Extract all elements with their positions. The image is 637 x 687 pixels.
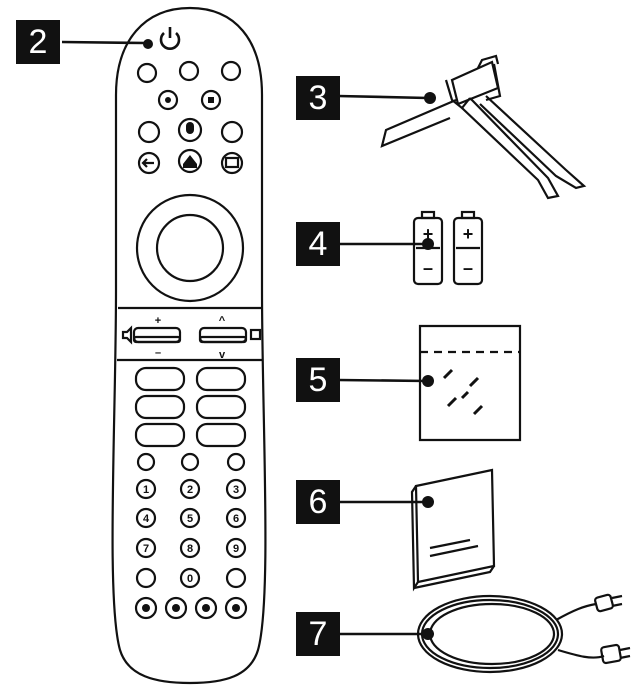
list-button[interactable] <box>135 567 157 589</box>
digit-9: 9 <box>233 543 239 555</box>
battery-1-plus: + <box>423 224 434 244</box>
power-cable <box>416 593 631 674</box>
digit-0: 0 <box>187 573 193 585</box>
number-button-0[interactable] <box>179 567 201 589</box>
manual <box>410 468 496 592</box>
remote-plus-sign: + <box>155 315 161 327</box>
number-button-4[interactable] <box>135 507 157 529</box>
green-button[interactable] <box>164 596 188 620</box>
yellow-button[interactable] <box>194 596 218 620</box>
app-button-1[interactable] <box>134 366 186 392</box>
guide-icon <box>249 328 262 341</box>
digit-7: 7 <box>143 543 149 555</box>
digit-1: 1 <box>143 484 149 496</box>
number-button-9[interactable] <box>225 537 247 559</box>
number-button-8[interactable] <box>179 537 201 559</box>
number-button-1[interactable] <box>135 478 157 500</box>
volume-rocker[interactable] <box>132 326 182 344</box>
number-button-3[interactable] <box>225 478 247 500</box>
app-button-4[interactable] <box>195 394 247 420</box>
number-button-7[interactable] <box>135 537 157 559</box>
ok-button[interactable] <box>155 213 225 283</box>
plug-2 <box>600 643 631 665</box>
blue-button[interactable] <box>224 596 248 620</box>
battery-1-minus: – <box>423 258 433 278</box>
red-button[interactable] <box>134 596 158 620</box>
record-button[interactable] <box>157 89 179 111</box>
app-button-6[interactable] <box>195 422 247 448</box>
channel-rocker[interactable] <box>198 326 248 344</box>
screws <box>442 368 484 416</box>
digit-2: 2 <box>187 484 193 496</box>
mic-button[interactable] <box>177 117 203 143</box>
home-button[interactable] <box>177 148 203 174</box>
digit-5: 5 <box>187 513 193 525</box>
leader-dots <box>422 92 436 640</box>
remote-minus-sign: – <box>155 347 161 359</box>
remote-up-sign: ^ <box>219 315 226 327</box>
function-button-3[interactable] <box>226 452 246 472</box>
digit-4: 4 <box>143 513 150 525</box>
power-dot <box>143 39 153 49</box>
settings-button[interactable] <box>137 120 161 144</box>
app-button-5[interactable] <box>134 422 186 448</box>
digit-8: 8 <box>187 543 193 555</box>
leader-lines <box>61 40 429 636</box>
back-button[interactable] <box>137 151 161 175</box>
callout-label-3: 3 <box>296 76 340 120</box>
app-button-3[interactable] <box>134 394 186 420</box>
remote-body <box>111 6 267 685</box>
input-button[interactable] <box>220 120 244 144</box>
play-pause-button[interactable] <box>178 60 200 82</box>
callout-label-4: 4 <box>296 222 340 266</box>
callout-label-2: 2 <box>16 20 60 64</box>
navigation-ring[interactable] <box>135 193 245 303</box>
number-button-2[interactable] <box>179 478 201 500</box>
app-button-2[interactable] <box>195 366 247 392</box>
battery-2-plus: + <box>463 224 474 244</box>
callout-label-5: 5 <box>296 358 340 402</box>
subtitle-button[interactable] <box>225 567 247 589</box>
plug-1 <box>594 593 623 613</box>
callout-label-7: 7 <box>296 612 340 656</box>
tv-stand <box>380 54 587 200</box>
battery-2-minus: – <box>463 258 473 278</box>
screw-bag <box>418 324 522 442</box>
number-button-5[interactable] <box>179 507 201 529</box>
remote-control <box>111 6 267 685</box>
function-button-2[interactable] <box>180 452 200 472</box>
menu-button[interactable] <box>220 151 244 175</box>
power-button[interactable] <box>159 27 181 50</box>
number-button-6[interactable] <box>225 507 247 529</box>
remote-down-sign: v <box>219 349 226 361</box>
digit-3: 3 <box>233 484 239 496</box>
speaker-icon <box>121 325 133 345</box>
callout-label-6: 6 <box>296 480 340 524</box>
stop-button[interactable] <box>200 89 222 111</box>
forward-button[interactable] <box>220 60 242 82</box>
digit-6: 6 <box>233 513 239 525</box>
rewind-button[interactable] <box>136 62 158 84</box>
function-button-1[interactable] <box>136 452 156 472</box>
